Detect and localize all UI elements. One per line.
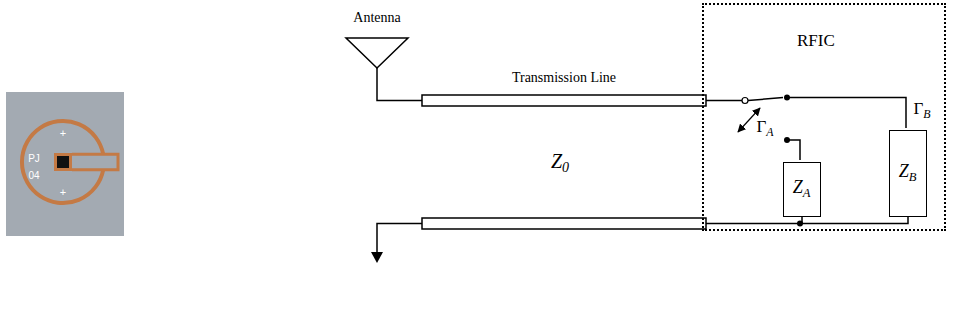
antenna-slot (72, 154, 118, 170)
reflection-label: ΓA (756, 118, 773, 139)
line-label: Transmission Line (512, 70, 616, 85)
wire-b (787, 98, 906, 129)
impedance-label: ZB (899, 162, 917, 185)
impedance-box: ZA (783, 162, 821, 217)
feed-wire (377, 68, 422, 101)
antenna-symbol (346, 38, 408, 68)
chip-outline: RFIC ZA ZB (702, 3, 946, 231)
chip-label: RFIC (797, 32, 835, 51)
return-wire (802, 217, 908, 224)
chip (57, 156, 69, 168)
switch-arm (748, 98, 783, 101)
tag-photo (6, 92, 124, 236)
ground-wire (377, 224, 422, 253)
transmission-line (422, 95, 706, 106)
tag-marking: 04 (28, 170, 39, 181)
chip-pad (54, 153, 72, 171)
antenna-label: Antenna (353, 10, 400, 25)
ground-symbol (371, 252, 383, 263)
switch-wire (706, 100, 745, 102)
loop-antenna (22, 121, 103, 203)
return-wire (706, 223, 800, 225)
tag-marking: + (60, 186, 66, 198)
tag-marking: + (60, 127, 66, 139)
impedance-label: ZA (793, 178, 811, 201)
tag-marking: PJ (28, 153, 40, 164)
wire-a (787, 140, 800, 160)
impedance-label: Z0 (551, 150, 569, 176)
transmission-line (422, 218, 706, 229)
switch-pivot (742, 98, 748, 104)
reflection-label: ΓB (913, 100, 930, 121)
impedance-box: ZB (889, 130, 927, 217)
